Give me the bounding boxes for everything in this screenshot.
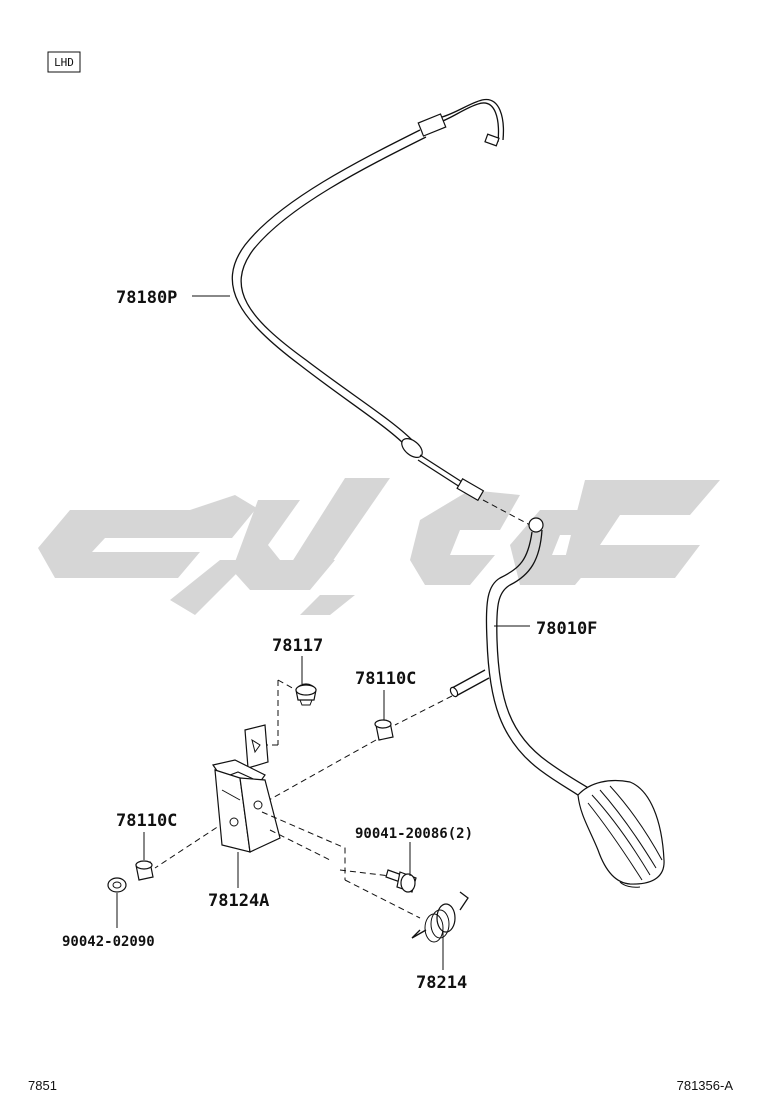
label-stopper: 78117 <box>272 636 323 656</box>
footer-left: 7851 <box>28 1078 57 1093</box>
return-spring <box>411 891 469 943</box>
accelerator-pedal-arm <box>485 517 665 888</box>
footer-right: 781356-A <box>677 1078 734 1093</box>
label-bushing-top: 78110C <box>355 669 416 689</box>
label-bracket: 78124A <box>208 891 269 911</box>
lhd-badge: LHD <box>54 56 74 69</box>
label-washer: 90042-02090 <box>62 934 155 950</box>
lhd-badge-box <box>47 51 81 73</box>
accelerator-cable <box>231 99 505 502</box>
pivot-pin <box>449 669 490 698</box>
bushing-top <box>374 719 394 741</box>
pedal-bracket <box>212 724 281 853</box>
bushing-left <box>135 860 154 881</box>
label-spring: 78214 <box>416 973 467 993</box>
label-pedal-arm: 78010F <box>536 619 597 639</box>
washer <box>107 877 127 893</box>
bolt <box>385 869 417 893</box>
stopper <box>295 683 317 706</box>
watermark-logo <box>38 478 720 615</box>
label-bolt: 90041-20086(2) <box>355 826 473 842</box>
label-cable: 78180P <box>116 288 177 308</box>
label-bushing-left: 78110C <box>116 811 177 831</box>
